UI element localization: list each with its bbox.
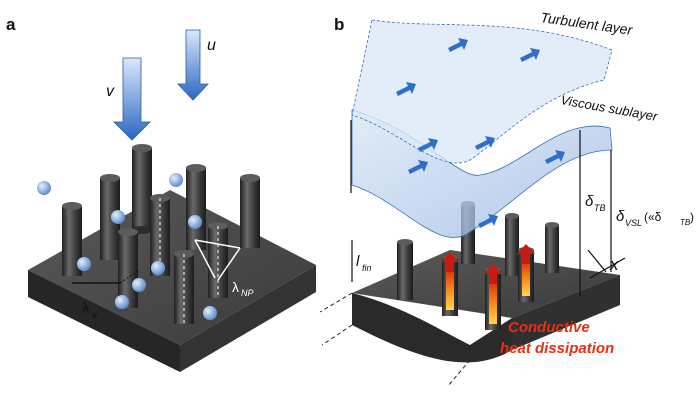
nanoparticle	[188, 215, 202, 229]
fin	[397, 239, 413, 300]
x-axis-label: x	[609, 255, 619, 274]
substrate-block-b-front	[512, 275, 620, 350]
delta-tb-subscript: TB	[594, 203, 606, 213]
flow-arrow-u	[177, 29, 209, 101]
delta-vsl-note-close: )	[690, 210, 694, 224]
heat-arrows	[441, 244, 535, 284]
flow-arrow-v	[113, 57, 151, 141]
dimension-lines-b	[350, 120, 626, 296]
fin	[545, 222, 559, 273]
delta-vsl-note-subscript: TB	[680, 218, 691, 227]
pillar	[62, 202, 82, 276]
lambda-v-label: λ	[82, 300, 90, 317]
substrate-block-b-side	[352, 293, 512, 363]
panel-a: a	[6, 15, 316, 372]
nanoparticle	[132, 278, 146, 292]
lambda-np-label: λ	[232, 279, 239, 295]
pillar	[186, 164, 206, 250]
nanoparticle	[37, 181, 51, 195]
heat-dissipation-label-1: Conductive	[508, 319, 590, 336]
l-fin-subscript: fin	[362, 263, 372, 273]
nanoparticle	[77, 257, 91, 271]
substrate-block-a-front	[180, 265, 316, 372]
viscous-sublayer-label: Viscous sublayer	[559, 92, 659, 124]
lambda-np-dimension	[194, 239, 241, 281]
nanoparticle	[151, 261, 165, 275]
nanoparticle	[203, 306, 217, 320]
nanoparticle	[115, 295, 129, 309]
panel-b-letter: b	[334, 15, 344, 34]
fin	[505, 213, 519, 276]
pillar	[208, 222, 228, 298]
pillar	[150, 194, 170, 276]
substrate-block-a-side	[28, 270, 180, 372]
velocity-u-label: u	[207, 37, 216, 54]
pillars-a	[62, 144, 260, 324]
delta-tb-label: δ	[585, 193, 594, 210]
panel-b: b	[319, 9, 694, 387]
pillar	[118, 228, 138, 308]
panel-a-letter: a	[6, 15, 16, 34]
lambda-np-subscript: NP	[241, 288, 254, 298]
layer-flow-arrows	[396, 38, 565, 228]
pillar	[132, 144, 152, 234]
delta-vsl-subscript: VSL	[625, 218, 642, 228]
lambda-v-dimension	[72, 269, 141, 284]
pillar	[100, 174, 120, 260]
nanoparticle	[169, 173, 183, 187]
nanoparticles	[37, 173, 217, 320]
delta-vsl-label: δ	[616, 208, 625, 225]
l-fin-label: l	[356, 253, 360, 270]
turbulent-layer-surface	[351, 19, 613, 164]
delta-vsl-note: («δ	[644, 210, 662, 224]
lambda-v-subscript: v	[92, 310, 97, 321]
nanoparticle	[111, 210, 125, 224]
heat-dissipation-label-2: heat dissipation	[500, 340, 614, 357]
pillar	[174, 250, 194, 324]
velocity-v-label: v	[106, 83, 115, 100]
pillar	[240, 174, 260, 248]
